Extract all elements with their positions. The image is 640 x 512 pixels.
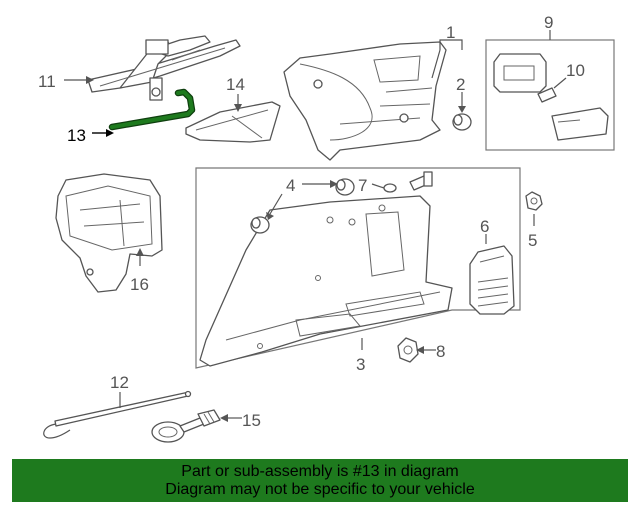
callout-2: 2	[456, 75, 465, 94]
callout-11: 11	[38, 72, 56, 91]
callout-5: 5	[528, 231, 537, 250]
part-3-quarter-trim	[199, 195, 453, 367]
callout-3: 3	[356, 355, 365, 374]
part-11-jack	[87, 35, 241, 101]
callout-1: 1	[446, 23, 455, 42]
part-15-tow-eye	[151, 409, 221, 443]
part-16-bracket	[55, 173, 163, 293]
part-14-cover	[185, 101, 281, 143]
part-4-clips	[250, 178, 355, 234]
banner-line-1: Part or sub-assembly is #13 in diagram	[181, 462, 459, 480]
callout-12: 12	[110, 373, 129, 392]
part-1-side-trim	[283, 41, 447, 161]
callout-9: 9	[544, 13, 553, 32]
part-9-lamp	[493, 53, 609, 141]
part-5-clip	[525, 191, 543, 211]
callout-7: 7	[358, 176, 367, 195]
part-8-clip	[397, 337, 419, 363]
part-13-jack-handle	[108, 88, 196, 131]
part-10-bulb	[537, 87, 557, 103]
callout-13: 13	[67, 126, 86, 145]
banner-line-2: Diagram may not be specific to your vehi…	[165, 480, 475, 498]
callout-14: 14	[226, 75, 245, 94]
callout-4: 4	[286, 176, 295, 195]
callout-16: 16	[130, 275, 149, 294]
info-banner: Part or sub-assembly is #13 in diagram D…	[12, 459, 628, 502]
callout-8: 8	[436, 342, 445, 361]
callout-6: 6	[480, 217, 489, 236]
part-6-vent	[469, 245, 515, 315]
part-2-clip	[452, 113, 472, 131]
part-12-rod	[43, 390, 192, 439]
part-7-fastener	[383, 171, 433, 193]
parts-diagram: 11 13 14 1 2 9	[38, 13, 615, 443]
callout-10: 10	[566, 61, 585, 80]
callout-15: 15	[242, 411, 261, 430]
